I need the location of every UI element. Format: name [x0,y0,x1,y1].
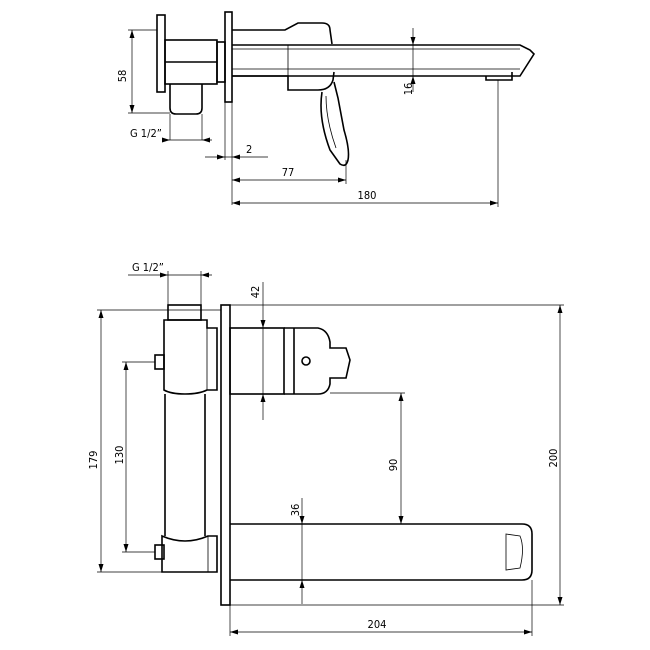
dim-204-label: 204 [368,618,387,631]
dim-16: 16 [402,28,416,95]
dim-42: 42 [249,282,266,420]
top-view: G 1/2” 42 179 [87,261,564,636]
top-handle-body [229,327,351,395]
dim-77: 77 [232,160,347,184]
side-thread-dim: G 1/2” [130,114,212,143]
side-lever [320,81,350,167]
top-thread-dim: G 1/2” [128,261,212,305]
dim-180: 180 [232,80,499,207]
top-thread-label: G 1/2” [132,261,164,274]
side-view: 58 16 G 1/2” 2 [116,11,536,207]
top-mounting-body [154,304,218,573]
dim-42-label: 42 [249,286,262,299]
dim-130-label: 130 [113,446,126,465]
dim-58: 58 [116,29,170,114]
dim-90: 90 [330,392,405,524]
dim-200-label: 200 [547,449,560,468]
side-mounting-body [156,14,226,115]
dim-204: 204 [229,580,533,636]
dim-179-label: 179 [87,451,100,470]
dim-90-label: 90 [387,459,400,472]
top-wall-plate [220,304,231,606]
dim-179: 179 [87,309,221,573]
dim-58-label: 58 [116,70,129,83]
side-thread-label: G 1/2” [130,127,162,140]
dim-130: 130 [113,361,155,553]
dim-2: 2 [205,102,268,205]
dim-200: 200 [230,304,564,606]
side-handle-body [232,22,335,91]
side-spout [232,44,536,81]
dim-77-label: 77 [282,166,295,179]
dim-180-label: 180 [358,189,377,202]
dim-36-label: 36 [289,504,302,517]
top-spout [230,523,533,581]
side-wall-plate [224,11,233,103]
dim-2-label: 2 [246,143,252,156]
dim-36: 36 [289,498,305,604]
dim-16-label: 16 [402,83,415,96]
